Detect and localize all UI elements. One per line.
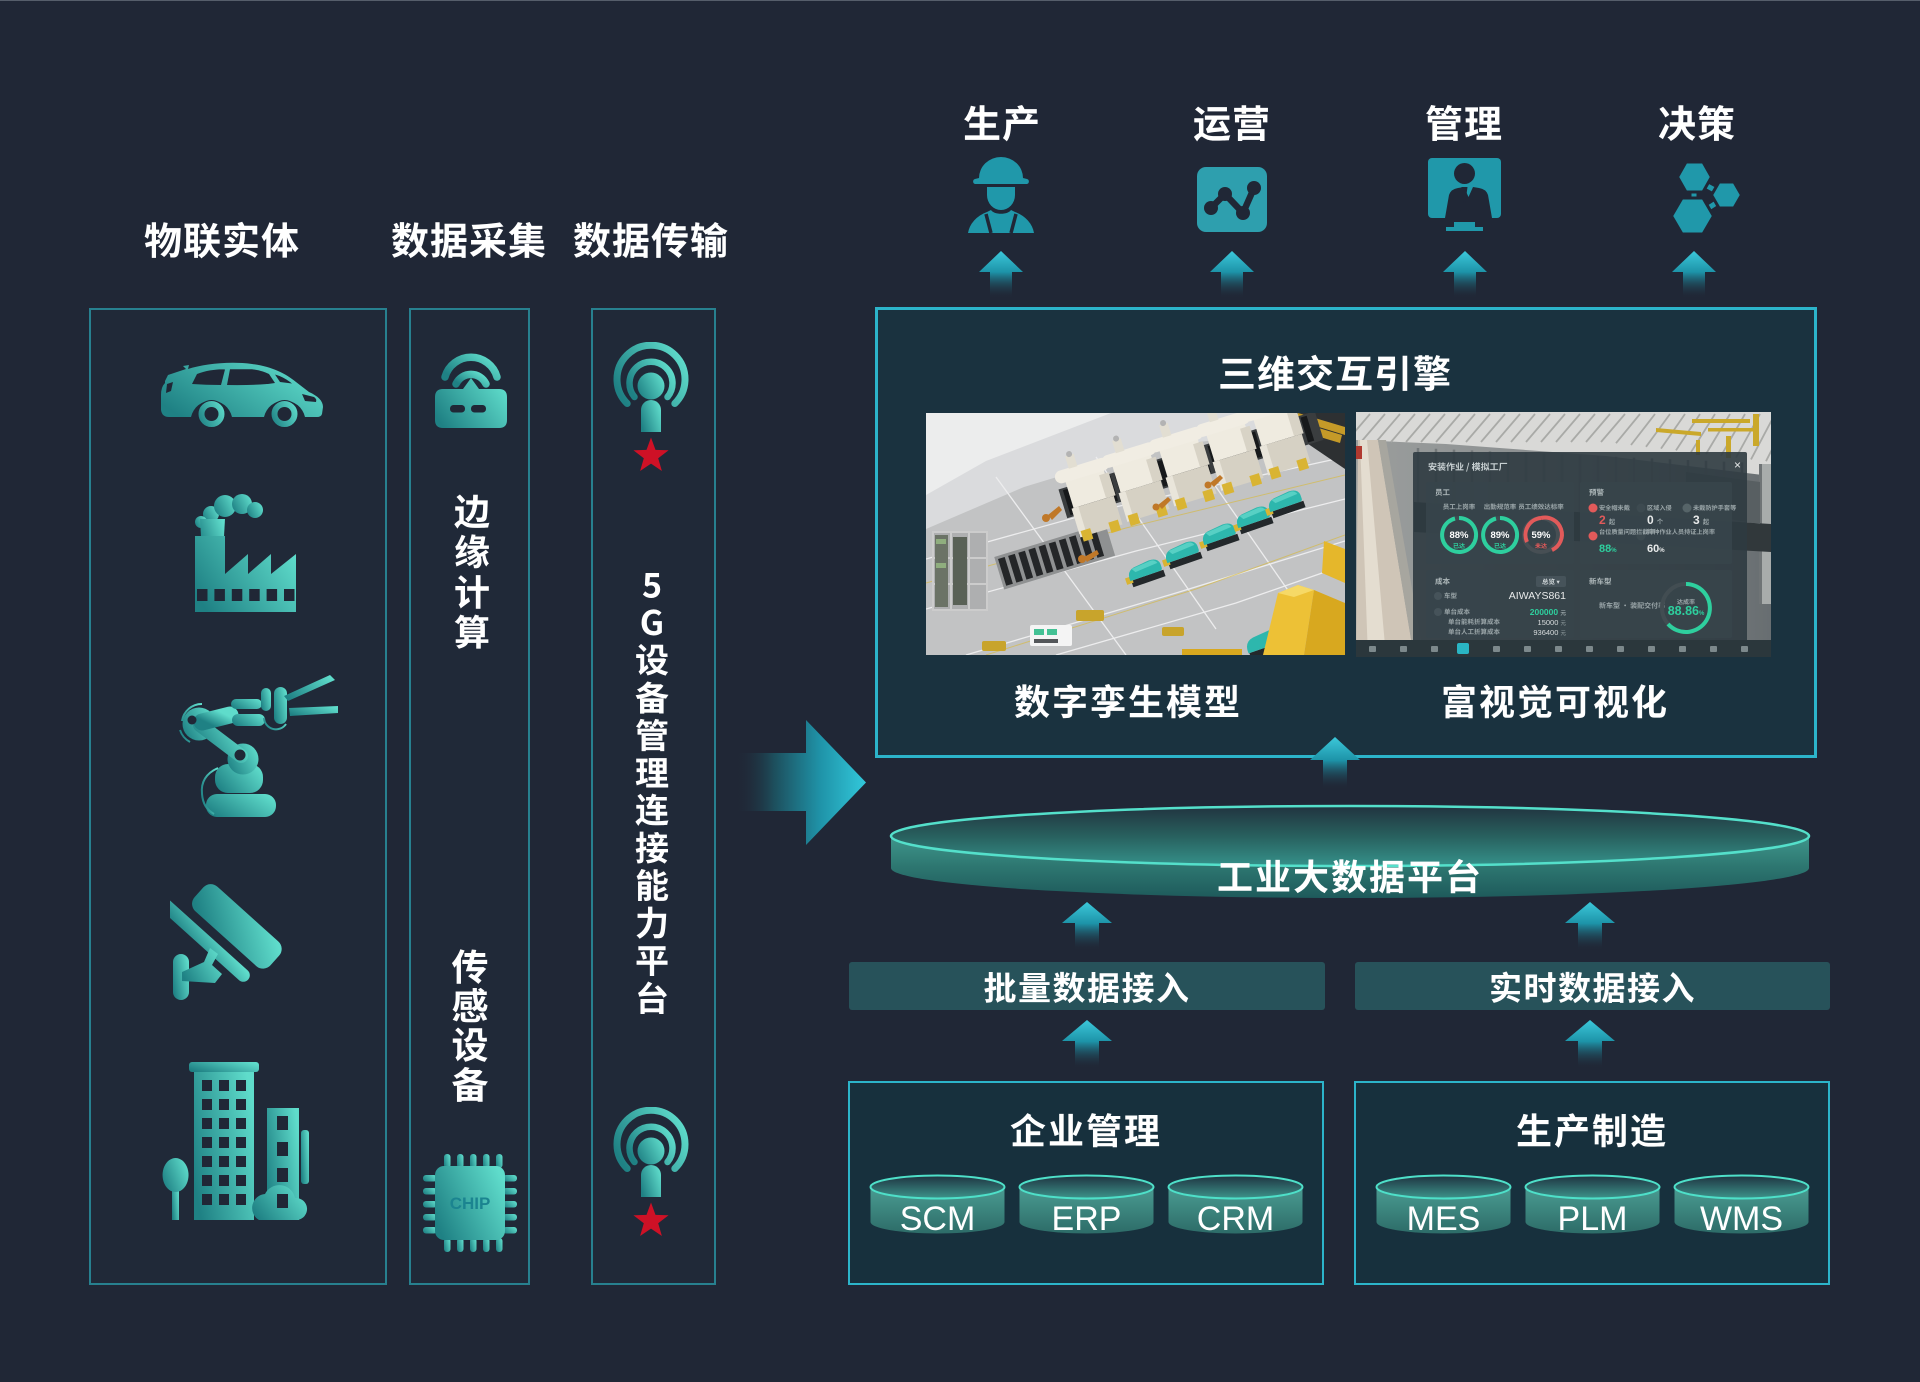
svg-text:已达: 已达 [1453,541,1465,550]
svg-text:200000 元: 200000 元 [1530,607,1567,617]
svg-text:×: × [1734,458,1741,472]
svg-text:出勤规范率: 出勤规范率 [1484,501,1517,511]
svg-text:936400 元: 936400 元 [1533,628,1566,637]
svg-text:新车型 · 装配交付率: 新车型 · 装配交付率 [1599,601,1665,611]
svg-text:车型: 车型 [1444,590,1458,600]
svg-text:台位质量问题拦截率: 台位质量问题拦截率 [1599,527,1655,536]
svg-text:单台人工折算成本: 单台人工折算成本 [1448,626,1501,636]
svg-text:安装作业 / 模拟工厂: 安装作业 / 模拟工厂 [1428,460,1508,473]
svg-text:59%: 59% [1531,530,1551,541]
svg-text:成本: 成本 [1435,576,1451,587]
svg-text:预警: 预警 [1589,487,1605,498]
svg-text:88%: 88% [1449,530,1469,541]
svg-text:未戴防护手套等: 未戴防护手套等 [1693,503,1736,512]
svg-text:单台成本: 单台成本 [1444,606,1471,616]
svg-text:员工绩效达标率: 员工绩效达标率 [1518,501,1564,511]
svg-text:新车型: 新车型 [1589,576,1612,587]
svg-text:AIWAYS861: AIWAYS861 [1509,590,1566,602]
svg-text:区域入侵: 区域入侵 [1647,503,1672,512]
svg-text:单台能耗折算成本: 单台能耗折算成本 [1448,616,1501,626]
svg-text:员工: 员工 [1435,487,1451,498]
svg-text:安全帽未戴: 安全帽未戴 [1599,503,1630,512]
svg-text:员工上岗率: 员工上岗率 [1443,501,1476,511]
svg-text:89%: 89% [1490,530,1510,541]
svg-text:已达: 已达 [1494,541,1506,550]
svg-text:总览 ▾: 总览 ▾ [1542,576,1560,586]
svg-text:特种作业人员持证上岗率: 特种作业人员持证上岗率 [1647,527,1715,536]
svg-text:CHIP: CHIP [450,1194,491,1213]
svg-text:达成率: 达成率 [1677,597,1695,606]
svg-text:88.86%: 88.86% [1668,604,1705,618]
svg-text:未达: 未达 [1535,541,1547,550]
svg-text:15000 元: 15000 元 [1538,618,1567,627]
